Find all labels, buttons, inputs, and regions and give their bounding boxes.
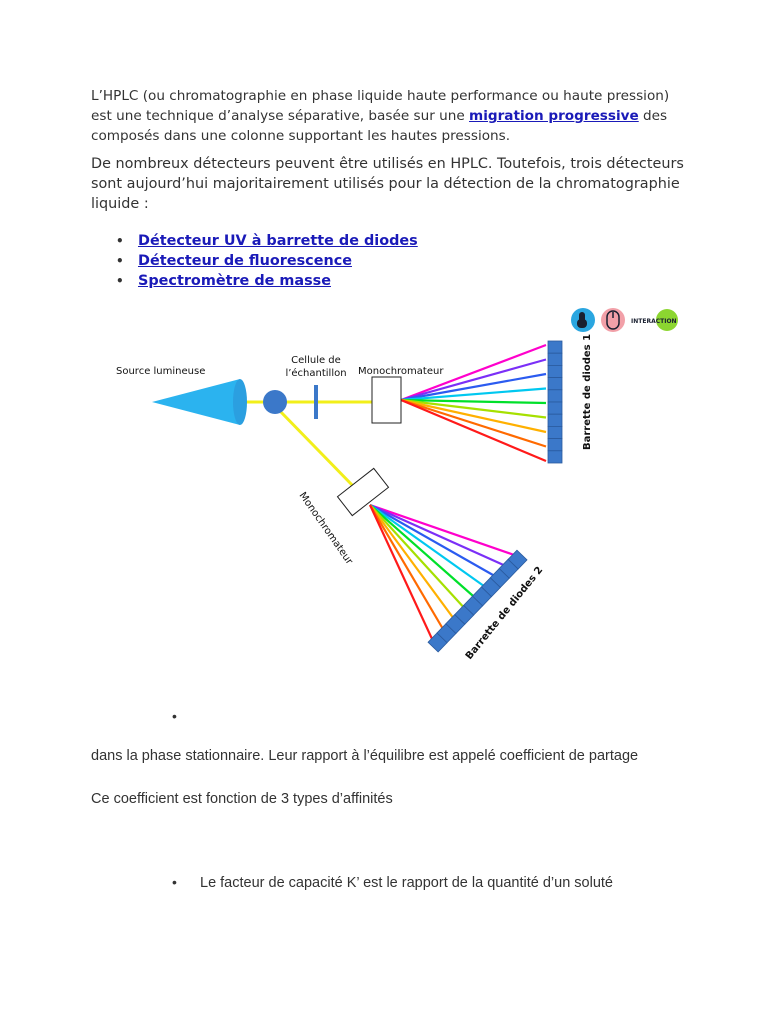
diode-cell — [547, 401, 563, 415]
diode-cell — [547, 365, 563, 379]
coefficient-text: Ce coefficient est fonction de 3 types d… — [91, 791, 393, 807]
hplc-detector-diagram: INTERACTION Source lumineuse Cellule de … — [116, 308, 678, 662]
interaction-label: INTERACTION — [631, 318, 677, 325]
diode-cell — [547, 352, 563, 366]
cell-label-line1: Cellule de — [291, 355, 341, 366]
mouse-interaction-icon[interactable] — [601, 308, 625, 332]
cell-label-line2: l’échantillon — [285, 367, 346, 379]
spectrum-ray — [369, 504, 467, 611]
source-label: Source lumineuse — [116, 366, 205, 377]
spectrum-ray — [369, 504, 478, 600]
diode-array-1-label: Barrette de diodes 1 — [582, 334, 593, 450]
spectrum-ray — [400, 343, 547, 402]
spectrum-ray — [400, 358, 547, 402]
light-beam-to-mono2 — [276, 407, 357, 490]
spectrum-ray — [369, 504, 434, 642]
spectrum-ray — [369, 503, 521, 559]
diode-cell — [547, 426, 563, 440]
diode-cell — [547, 340, 563, 354]
spectrum-ray — [369, 503, 510, 569]
spectrum-ray — [400, 398, 547, 463]
spectrum-rays-2 — [369, 503, 521, 642]
bullet-dot: • — [116, 274, 124, 288]
light-source-icon — [152, 379, 247, 425]
bullet-dot: • — [116, 254, 124, 268]
diode-cell — [547, 377, 563, 391]
detectors-intro-paragraph: De nombreux détecteurs peuvent être util… — [91, 156, 684, 212]
intro-paragraph: L’HPLC (ou chromatographie en phase liqu… — [91, 86, 691, 146]
monochromator-1-box — [371, 376, 402, 424]
spectrum-ray — [400, 387, 547, 402]
spectrum-ray — [400, 398, 547, 419]
interaction-badge-icon[interactable]: INTERACTION — [627, 309, 678, 331]
spectrum-ray — [400, 398, 547, 448]
spectrum-ray — [369, 504, 456, 621]
spectrum-ray — [369, 504, 489, 590]
migration-progressive-link[interactable]: migration progressive — [469, 108, 639, 124]
detector-uv-link[interactable]: Détecteur UV à barrette de diodes — [138, 233, 418, 249]
spectrum-ray — [400, 372, 547, 402]
diode-cell — [427, 632, 448, 653]
capacity-factor-bullet: • — [172, 874, 177, 890]
spectrum-ray — [400, 398, 547, 434]
diode-array-1 — [547, 340, 563, 464]
capacity-factor-text: Le facteur de capacité K’ est le rapport… — [200, 875, 613, 891]
sample-cell-icon — [314, 385, 318, 419]
diode-cell — [547, 450, 563, 464]
intro-text-start: L’HPLC (ou chromatographie en phase liqu… — [91, 88, 670, 124]
mass-spectrometer-link[interactable]: Spectromètre de masse — [138, 273, 331, 289]
diode-array-2-cells — [427, 549, 528, 653]
bullet-dot: • — [116, 234, 124, 248]
diode-array-2 — [427, 549, 528, 653]
detector-fluorescence-link[interactable]: Détecteur de fluorescence — [138, 253, 352, 269]
empty-bullet: • — [172, 708, 177, 724]
spectrum-ray — [369, 504, 445, 632]
spectrum-ray — [369, 504, 499, 579]
spectrum-ray — [400, 398, 547, 405]
lens-icon — [263, 390, 287, 414]
intro-text-end: des composés dans une colonne supportant… — [91, 108, 668, 144]
diode-cell — [547, 438, 563, 452]
diode-cell — [547, 389, 563, 403]
monochromator-1-label: Monochromateur — [358, 366, 444, 377]
touch-interaction-icon[interactable] — [571, 308, 595, 332]
phase-text: dans la phase stationnaire. Leur rapport… — [91, 748, 639, 764]
diode-cell — [547, 413, 563, 427]
monochromator-2-box — [336, 467, 390, 517]
spectrum-rays-1 — [400, 343, 547, 463]
